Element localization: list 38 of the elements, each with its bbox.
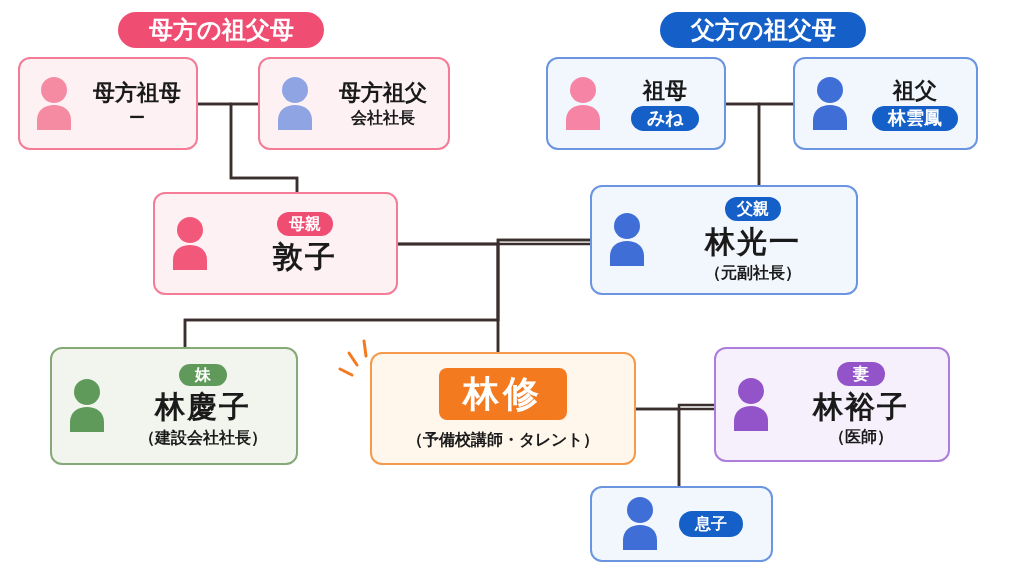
relation-badge: 父親 bbox=[725, 197, 781, 222]
person-name: 林慶子 bbox=[155, 388, 251, 426]
person-name: 林裕子 bbox=[813, 387, 909, 426]
person-name: 敦子 bbox=[272, 237, 337, 276]
person-card bbox=[590, 185, 858, 295]
name-badge: みね bbox=[631, 106, 699, 131]
person-name-highlight: 林修 bbox=[439, 367, 567, 420]
person-name: 母方祖母 bbox=[93, 78, 181, 107]
description-text: （建設会社社長） bbox=[139, 427, 267, 448]
name-badge: 林雲鳳 bbox=[871, 106, 958, 131]
person-card bbox=[714, 347, 950, 462]
description-text: （予備校講師・タレント） bbox=[407, 429, 599, 450]
person-card bbox=[258, 57, 450, 150]
person-card bbox=[590, 486, 773, 562]
person-card bbox=[370, 352, 636, 465]
description-text: （医師） bbox=[829, 427, 893, 448]
person-name: 母方祖父 bbox=[339, 78, 427, 107]
relation-badge: 妻 bbox=[837, 361, 885, 386]
description-text: 会社社長 bbox=[351, 108, 415, 129]
relation-badge: 息子 bbox=[678, 511, 743, 537]
person-name: 祖父 bbox=[892, 76, 937, 104]
person-card bbox=[18, 57, 198, 150]
person-card bbox=[153, 192, 398, 295]
family-line bbox=[183, 238, 590, 347]
group-heading: 母方の祖父母 bbox=[118, 12, 324, 48]
person-name: 林光一 bbox=[705, 223, 801, 261]
relation-badge: 妹 bbox=[179, 364, 227, 387]
relation-badge: 母親 bbox=[276, 211, 333, 236]
group-heading: 父方の祖父母 bbox=[660, 12, 866, 48]
person-card bbox=[546, 57, 726, 150]
person-card bbox=[793, 57, 978, 150]
family-line bbox=[229, 102, 299, 192]
description-text: ー bbox=[129, 108, 145, 129]
person-card bbox=[50, 347, 298, 465]
description-text: （元副社長） bbox=[705, 262, 801, 283]
family-line bbox=[757, 102, 793, 187]
person-name: 祖母 bbox=[643, 76, 687, 104]
family-line bbox=[677, 403, 714, 488]
